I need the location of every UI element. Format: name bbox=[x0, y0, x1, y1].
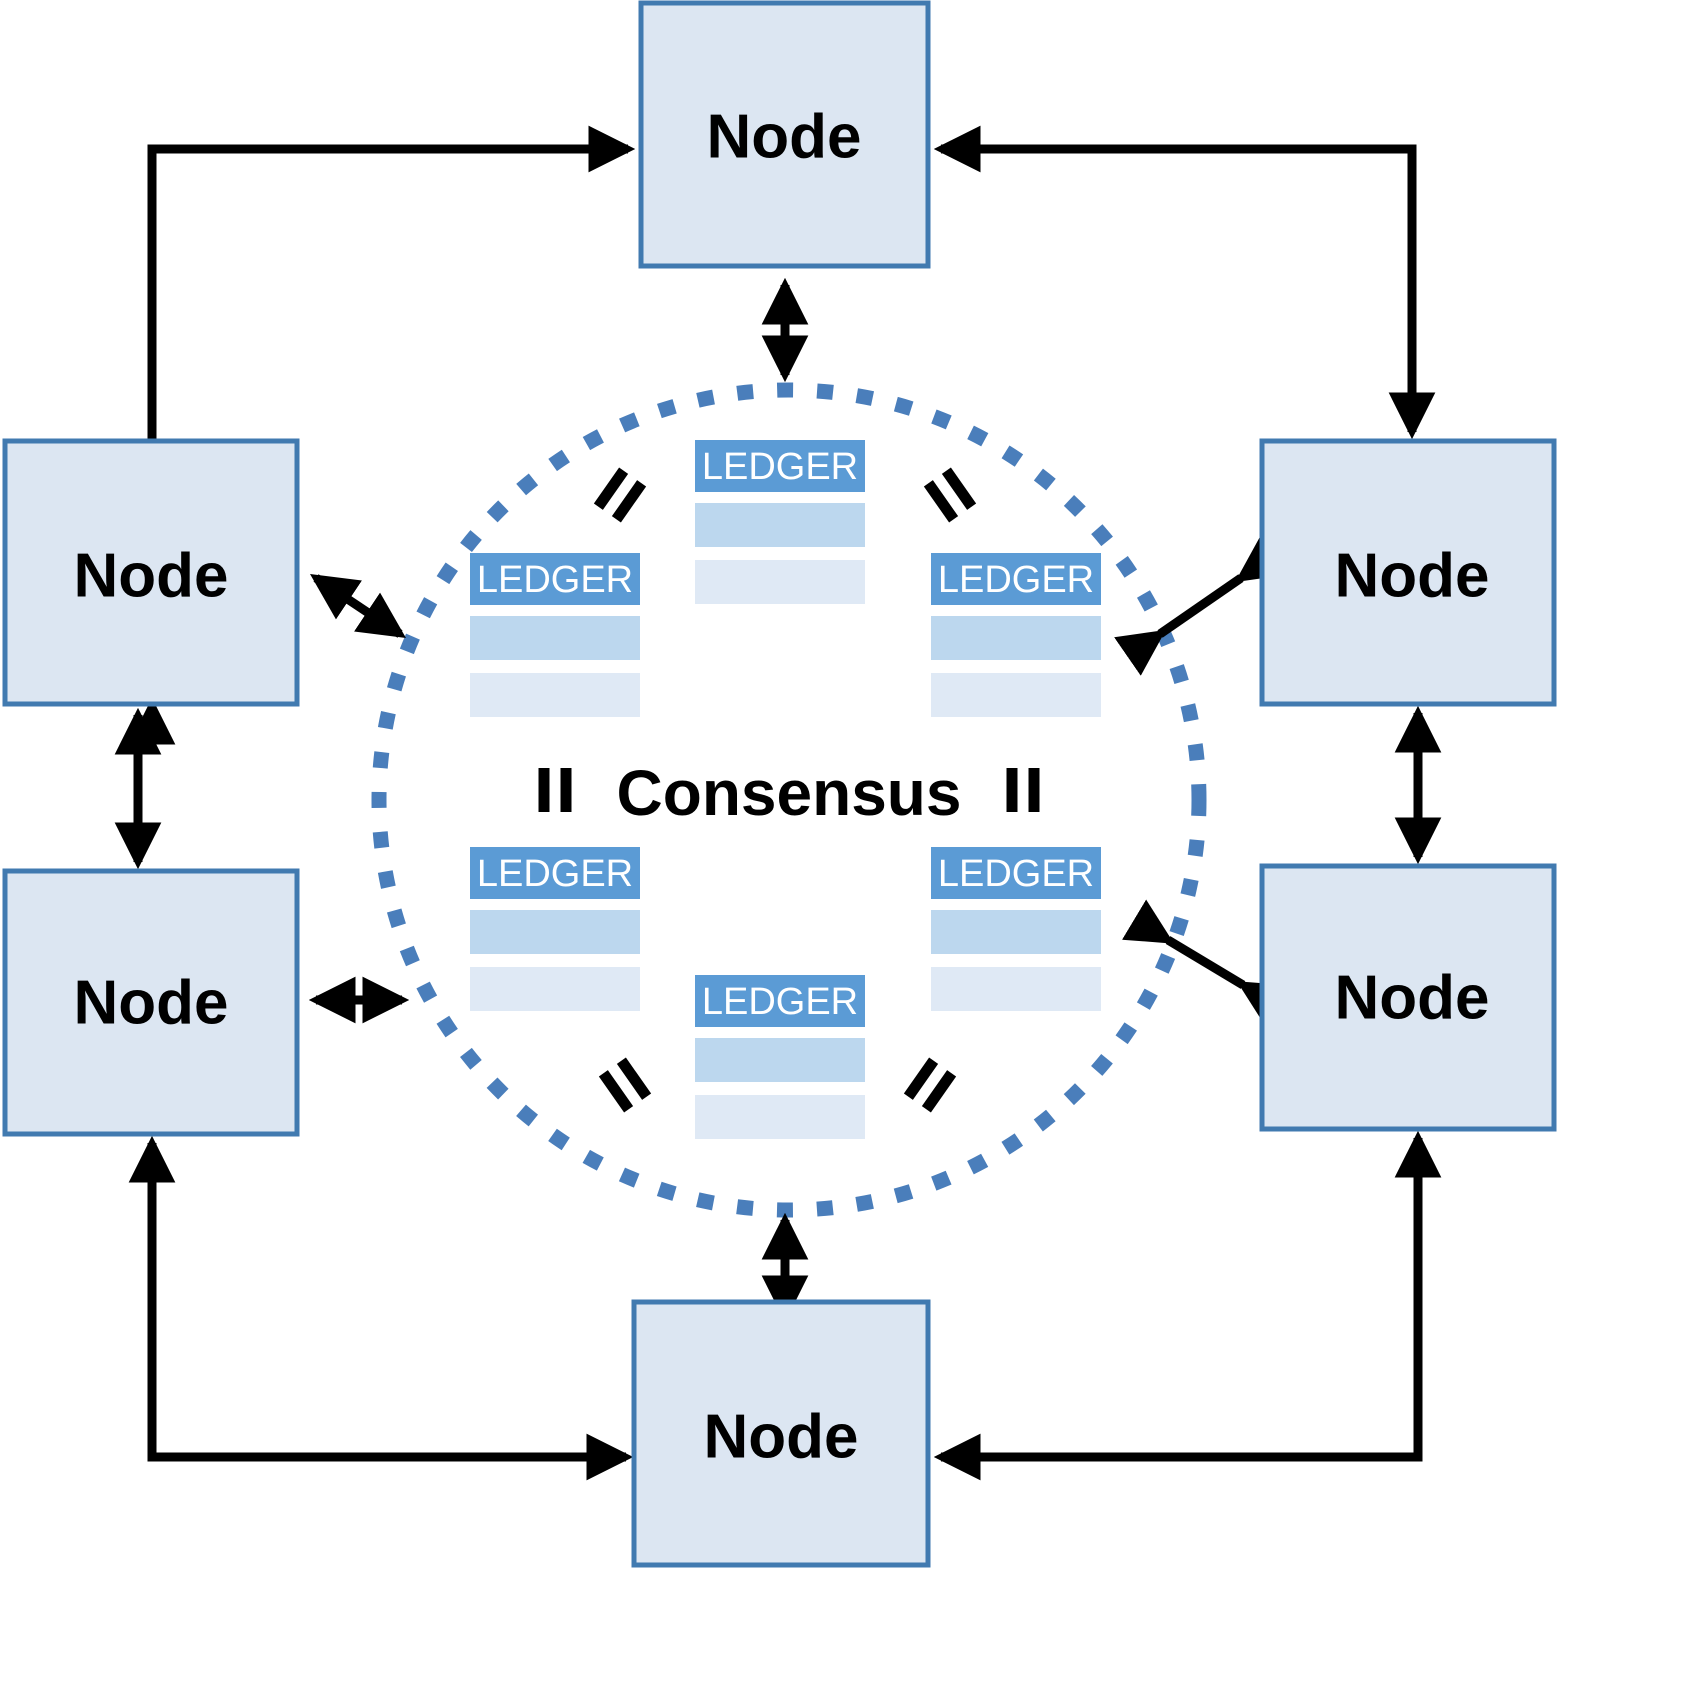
ledger-row bbox=[931, 967, 1101, 1011]
ledger-row bbox=[470, 910, 640, 954]
ledger-card-bottom: LEDGER bbox=[695, 975, 865, 1139]
ledger-card-left-lower: LEDGER bbox=[470, 847, 640, 1011]
equals-icon bbox=[903, 1057, 957, 1113]
node-box[interactable] bbox=[631, 1299, 931, 1568]
node-label: Node bbox=[74, 969, 229, 1038]
node-label: Node bbox=[704, 1403, 859, 1472]
node-box[interactable] bbox=[1259, 438, 1557, 707]
ledger-card-right-upper: LEDGER bbox=[931, 553, 1101, 717]
node-label: Node bbox=[707, 103, 862, 172]
connection-bottomnode-to-rightlower bbox=[933, 1130, 1442, 1481]
ledger-row bbox=[931, 616, 1101, 660]
ledger-row bbox=[695, 503, 865, 547]
ledger-card-left-upper: LEDGER bbox=[470, 553, 640, 717]
node-left-lower[interactable]: Node bbox=[2, 868, 300, 1137]
node-right-lower[interactable]: Node bbox=[1259, 863, 1557, 1132]
node-box[interactable] bbox=[2, 438, 300, 707]
ledger-title: LEDGER bbox=[702, 446, 858, 488]
node-label: Node bbox=[1335, 964, 1490, 1033]
connection-leftlower-to-bottomnode bbox=[128, 1135, 634, 1481]
ledger-row bbox=[931, 673, 1101, 717]
spoke-rightupper bbox=[1114, 536, 1287, 676]
ledger-row bbox=[695, 560, 865, 604]
ledger-title: LEDGER bbox=[938, 559, 1094, 601]
ledger-row bbox=[695, 1038, 865, 1082]
ledger-row bbox=[470, 967, 640, 1011]
connection-topnode-to-rightupper bbox=[933, 125, 1436, 440]
node-right-upper[interactable]: Node bbox=[1259, 438, 1557, 707]
ledger-title: LEDGER bbox=[702, 981, 858, 1023]
spoke-rightlower bbox=[1122, 899, 1289, 1026]
node-box[interactable] bbox=[1259, 863, 1557, 1132]
ledger-card-right-lower: LEDGER bbox=[931, 847, 1101, 1011]
equality-marks bbox=[538, 467, 1040, 1113]
node-box[interactable] bbox=[2, 868, 300, 1137]
ledger-title: LEDGER bbox=[477, 853, 633, 895]
ledger-row bbox=[470, 616, 640, 660]
ledger-title: LEDGER bbox=[477, 559, 633, 601]
ledger-row bbox=[695, 1095, 865, 1139]
spoke-leftupper bbox=[310, 574, 406, 638]
equals-icon bbox=[538, 768, 572, 812]
consensus-label: Consensus bbox=[617, 757, 962, 829]
node-top[interactable]: Node bbox=[638, 0, 931, 269]
node-left-upper[interactable]: Node bbox=[2, 438, 300, 707]
spoke-connections bbox=[308, 277, 1289, 1323]
ledger-header-bar bbox=[470, 847, 640, 899]
ledger-header-bar bbox=[931, 847, 1101, 899]
equals-icon bbox=[593, 467, 647, 523]
ledger-row bbox=[931, 910, 1101, 954]
ledger-header-bar bbox=[695, 975, 865, 1027]
node-label: Node bbox=[74, 542, 229, 611]
equals-icon bbox=[598, 1057, 652, 1113]
equals-icon bbox=[923, 467, 977, 523]
ledger-title: LEDGER bbox=[938, 853, 1094, 895]
ledger-header-bar bbox=[470, 553, 640, 605]
ledger-header-bar bbox=[695, 440, 865, 492]
node-bottom[interactable]: Node bbox=[631, 1299, 931, 1568]
node-box[interactable] bbox=[638, 0, 931, 269]
ledger-card-top: LEDGER bbox=[695, 440, 865, 604]
consensus-ring bbox=[371, 382, 1207, 1218]
ledger-row bbox=[470, 673, 640, 717]
equals-icon bbox=[1006, 768, 1040, 812]
ledger-header-bar bbox=[931, 553, 1101, 605]
node-label: Node bbox=[1335, 542, 1490, 611]
